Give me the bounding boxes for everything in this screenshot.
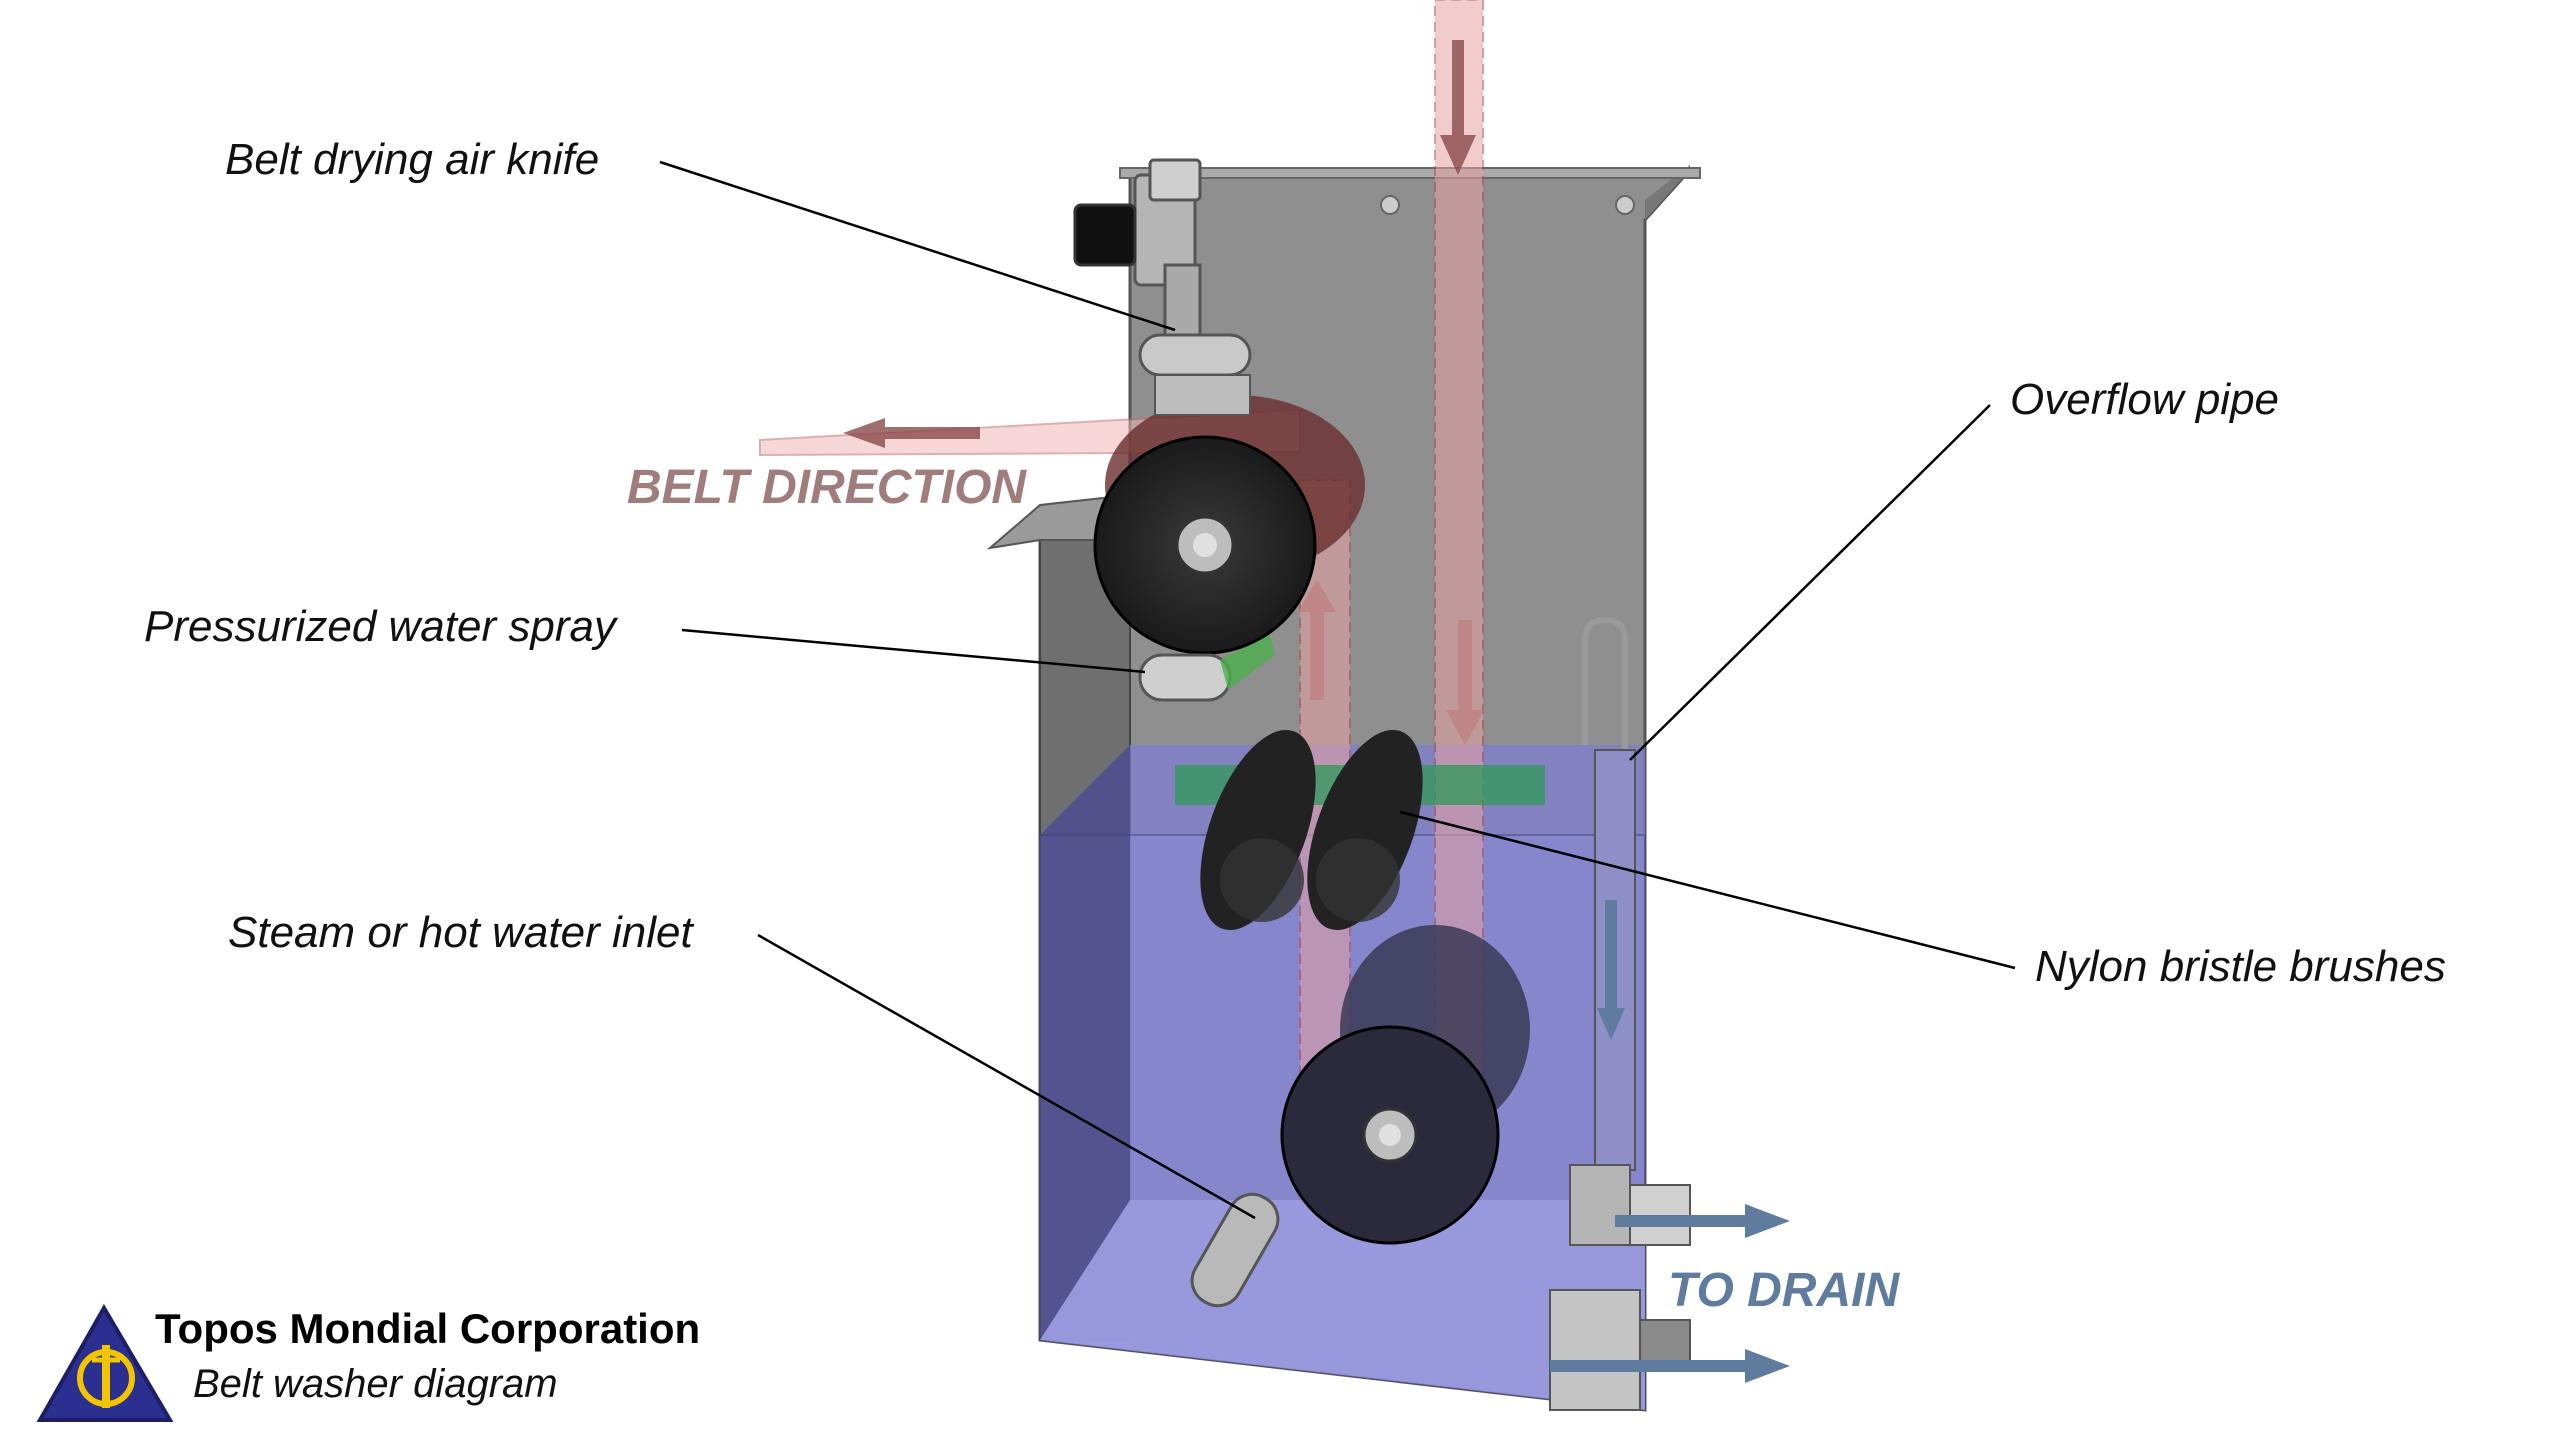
company-logo: [36, 1304, 174, 1422]
diagram-subtitle: Belt washer diagram: [193, 1362, 558, 1406]
leader-inlet: [757, 933, 1256, 1220]
top-roller: [1093, 395, 1365, 655]
label-water-spray: Pressurized water spray: [144, 602, 616, 651]
belt-arrows: [843, 40, 1484, 745]
leader-overflow: [1629, 404, 1991, 761]
water-spray-pipe: [1138, 635, 1275, 702]
steam-inlet-pipe: [1190, 1192, 1280, 1308]
leader-air-knife: [659, 160, 1176, 332]
leader-brushes: [1399, 810, 2016, 970]
to-drain-label: TO DRAIN: [1668, 1264, 1900, 1317]
label-brushes: Nylon bristle brushes: [2035, 942, 2446, 991]
nylon-brushes: [1175, 729, 1545, 931]
drain-arrows: [1550, 1204, 1790, 1383]
belt-direction-label: BELT DIRECTION: [627, 461, 1027, 514]
air-knife-assembly: [1073, 158, 1252, 416]
label-overflow-pipe: Overflow pipe: [2010, 375, 2280, 424]
overflow-pipe: [1549, 616, 1691, 1411]
label-air-knife: Belt drying air knife: [225, 135, 600, 184]
leader-spray: [681, 628, 1146, 674]
bottom-roller: [1280, 925, 1530, 1245]
company-name: Topos Mondial Corporation: [155, 1305, 701, 1352]
leader-lines: [659, 160, 2016, 1220]
label-inlet: Steam or hot water inlet: [228, 908, 693, 957]
